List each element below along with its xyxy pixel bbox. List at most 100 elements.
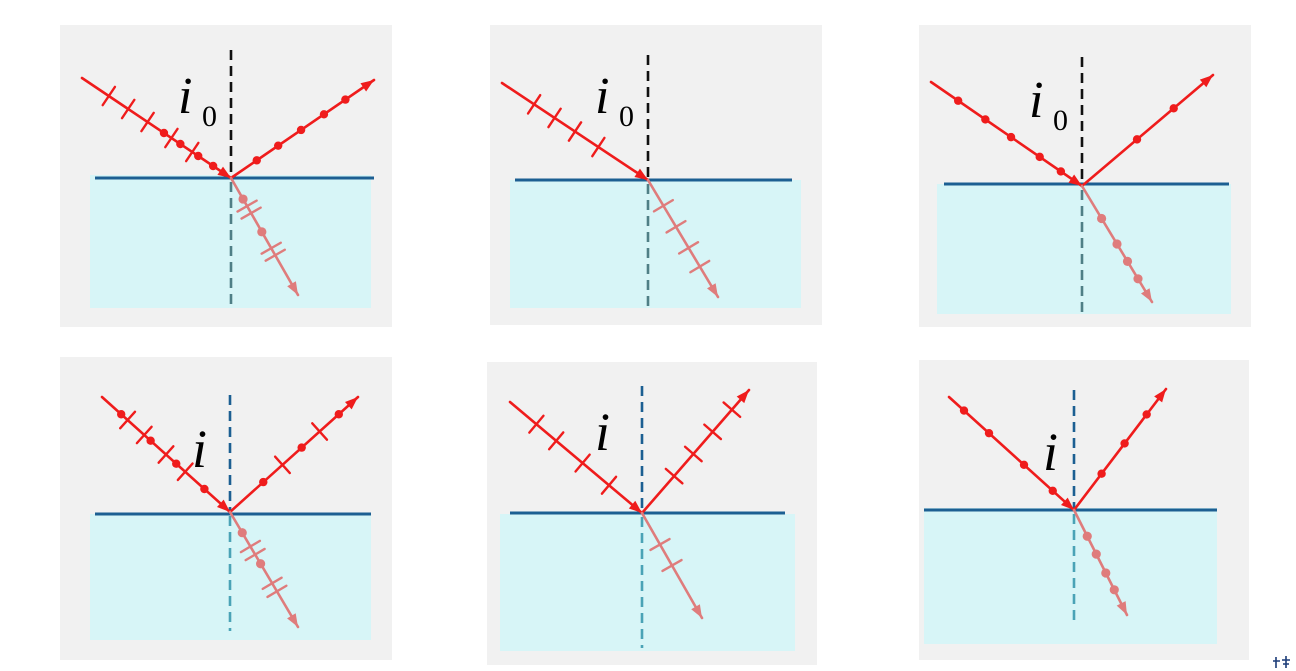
- dot-polarization-mark: [117, 410, 126, 419]
- diagram-svg: i: [487, 362, 817, 665]
- angle-label: i: [192, 419, 207, 479]
- incident-ray: [929, 80, 1084, 188]
- incident-ray: [500, 81, 650, 182]
- cross-polarization-mark: [266, 584, 288, 599]
- refracted-ray-arrowhead: [287, 613, 298, 627]
- reflected-ray: [640, 388, 751, 515]
- incident-ray: [947, 395, 1076, 512]
- dot-polarization-mark: [953, 96, 963, 105]
- dot-polarization-mark: [1097, 469, 1106, 478]
- cross-polarization-mark: [311, 422, 329, 441]
- reflected-ray-arrowhead: [1199, 75, 1213, 88]
- reflected-ray-arrowhead: [1154, 389, 1166, 403]
- reflected-ray-arrowhead: [344, 397, 358, 410]
- dot-polarization-mark: [237, 528, 247, 538]
- dot-polarization-mark: [1132, 135, 1142, 144]
- dot-polarization-mark: [319, 110, 329, 119]
- diagram-general-natural-light: i: [60, 357, 392, 660]
- refracted-ray: [229, 176, 300, 297]
- incident-ray: [100, 395, 232, 514]
- cross-polarization-mark: [261, 576, 283, 591]
- dot-polarization-mark: [959, 406, 969, 415]
- cross-polarization-mark: [649, 537, 671, 552]
- dot-polarization-mark: [176, 139, 185, 149]
- second-medium: [90, 175, 371, 308]
- dot-polarization-mark: [1133, 274, 1143, 284]
- reflected-ray: [1080, 73, 1215, 188]
- dot-polarization-mark: [1097, 213, 1107, 224]
- cross-polarization-mark: [157, 445, 175, 464]
- angle-label: i: [595, 68, 609, 125]
- diagram-general-s-polarized: i: [919, 360, 1249, 660]
- refracted-ray: [1072, 508, 1129, 617]
- angle-label: i: [1043, 422, 1058, 482]
- refracted-ray: [640, 511, 704, 620]
- dot-polarization-mark: [341, 95, 350, 104]
- incident-ray-line: [80, 76, 233, 180]
- dot-polarization-mark: [1091, 549, 1101, 559]
- refracted-ray: [646, 178, 720, 299]
- refracted-ray: [1080, 184, 1154, 304]
- dot-polarization-mark: [1112, 239, 1122, 249]
- cross-polarization-mark: [273, 455, 292, 475]
- cross-polarization-mark: [239, 539, 262, 554]
- angle-label: i: [595, 402, 610, 462]
- cross-polarization-mark: [591, 136, 606, 158]
- dot-polarization-mark: [257, 227, 267, 237]
- cross-polarization-mark: [677, 241, 700, 255]
- refracted-ray-line: [646, 178, 720, 299]
- dot-polarization-mark: [297, 443, 306, 452]
- dot-polarization-mark: [1006, 132, 1016, 142]
- cross-polarization-mark: [665, 219, 687, 234]
- dot-polarization-mark: [256, 559, 266, 569]
- cross-polarization-mark: [240, 206, 262, 220]
- logo-mark: [1270, 655, 1296, 669]
- cross-polarization-mark: [119, 410, 137, 430]
- dot-polarization-mark: [194, 151, 203, 161]
- cross-polarization-mark: [120, 98, 136, 120]
- incident-ray: [508, 400, 644, 515]
- reflected-ray: [1072, 387, 1168, 512]
- dot-polarization-mark: [238, 194, 248, 204]
- diagram-svg: i: [919, 360, 1249, 660]
- dot-polarization-mark: [1048, 486, 1057, 495]
- dot-polarization-mark: [1019, 460, 1029, 469]
- cross-polarization-mark: [661, 558, 683, 573]
- reflected-ray: [228, 395, 360, 514]
- refracted-ray-arrowhead: [691, 604, 702, 618]
- cross-polarization-mark: [703, 423, 723, 441]
- cross-polarization-mark: [574, 453, 591, 473]
- incident-ray-arrowhead: [217, 166, 231, 178]
- cross-polarization-mark: [264, 248, 286, 262]
- reflected-ray-line: [1080, 73, 1215, 188]
- dot-polarization-mark: [1082, 531, 1092, 541]
- cross-polarization-mark: [683, 445, 703, 463]
- angle-label: i: [1029, 72, 1043, 129]
- diagram-svg: i: [60, 357, 392, 660]
- angle-label-subscript: 0: [1053, 104, 1068, 137]
- cross-polarization-mark: [567, 121, 583, 142]
- incident-ray-arrowhead: [1061, 497, 1074, 510]
- reflected-ray-arrowhead: [736, 390, 749, 404]
- refracted-ray-arrowhead: [1116, 601, 1127, 615]
- dot-polarization-mark: [296, 125, 306, 135]
- dot-polarization-mark: [259, 477, 268, 487]
- second-medium: [937, 184, 1231, 314]
- dot-polarization-mark: [1101, 568, 1111, 578]
- cross-polarization-mark: [236, 199, 258, 213]
- dot-polarization-mark: [172, 459, 181, 468]
- cross-polarization-mark: [664, 467, 684, 485]
- dot-polarization-mark: [208, 161, 218, 171]
- cross-polarization-mark: [526, 93, 542, 115]
- angle-label-subscript: 0: [202, 100, 217, 133]
- cross-polarization-mark: [652, 198, 675, 213]
- dot-polarization-mark: [1120, 439, 1129, 448]
- cross-polarization-mark: [689, 259, 711, 274]
- dot-polarization-mark: [984, 428, 994, 438]
- dot-polarization-mark: [146, 436, 155, 445]
- refracted-ray-arrowhead: [287, 281, 298, 295]
